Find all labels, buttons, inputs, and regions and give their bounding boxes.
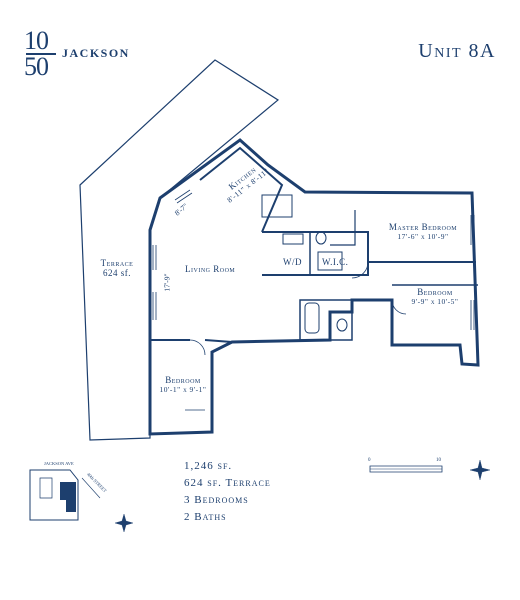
logo-divider (26, 53, 56, 55)
scale-end-label: 10 (436, 458, 441, 463)
north-arrow-icon (469, 459, 491, 481)
logo-number-bottom: 50 (24, 52, 49, 81)
key-plan (29, 469, 101, 521)
kitchen-wall (199, 146, 284, 233)
toilet (315, 231, 327, 245)
summary-terrace: 624 sf. Terrace (184, 477, 271, 489)
logo-number-top: 10 (24, 26, 49, 55)
logo-wordmark: JACKSON (62, 46, 130, 60)
scale-bar (369, 465, 443, 473)
keyplan-unit-highlight (60, 482, 76, 512)
apartment-outer-wall (148, 138, 480, 436)
wd-label: W/D (283, 257, 302, 267)
living-room-label: Living Room (185, 264, 236, 274)
master-bedroom-label: Master Bedroom 17'-6" x 10'-9" (388, 222, 458, 241)
scale-start-label: 0 (368, 458, 371, 463)
wic-label: W.I.C. (322, 257, 349, 267)
bath-two-wall (299, 299, 353, 341)
terrace-label: Terrace 624 sf. (100, 258, 134, 278)
bathtub (304, 302, 320, 334)
summary-bedrooms: 3 Bedrooms (184, 494, 249, 506)
keyplan-street-top: JACKSON AVE (44, 461, 74, 466)
keyplan-north-arrow-icon (114, 513, 134, 533)
unit-title: Unit 8A (418, 40, 496, 62)
living-room-dim: 17'-9" (162, 273, 172, 292)
bedroom-three-label: Bedroom 10'-1" x 9'-1" (159, 375, 207, 394)
washer-dryer (317, 251, 343, 271)
unit-summary: 1,246 sf. 624 sf. Terrace 3 Bedrooms 2 B… (184, 460, 271, 528)
summary-area: 1,246 sf. (184, 460, 233, 472)
summary-baths: 2 Baths (184, 511, 227, 523)
brand-logo: 10 50 JACKSON (24, 26, 144, 81)
wic-wall (262, 231, 369, 276)
vanity-sink (282, 233, 304, 245)
bedroom-two-label: Bedroom 9'-9" x 10'-5" (411, 287, 459, 306)
kitchen-counter (261, 194, 293, 218)
